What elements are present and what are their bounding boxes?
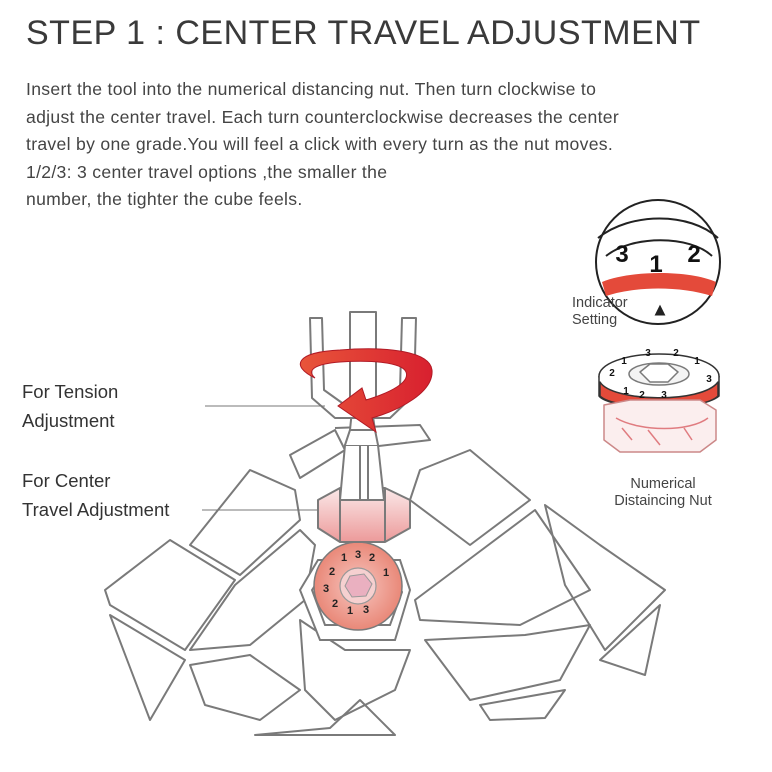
distancing-nut-numbers: 1 3 2 1 3 2 1 2 3 [609, 348, 712, 401]
instructions-line: 1/2/3: 3 center travel options ,the smal… [26, 161, 388, 182]
tension-label-line: For Tension [22, 381, 119, 402]
center-dial-number: 3 [323, 583, 329, 595]
nut-number: 2 [609, 368, 615, 379]
indicator-numbers: 3 1 2 [615, 241, 700, 278]
center-dial [313, 541, 403, 631]
center-label-line: For Center [22, 470, 111, 491]
nut-number: 1 [621, 356, 627, 367]
center-dial-number: 2 [369, 552, 375, 564]
tool-shaft [339, 409, 385, 501]
indicator-number: 3 [615, 241, 628, 268]
distancing-nut [598, 353, 720, 453]
center-dial-number: 2 [332, 598, 338, 610]
nut-label-line: Distaincing Nut [614, 493, 712, 509]
instructions-line: adjust the center travel. Each turn coun… [26, 106, 620, 127]
indicator-number: 2 [687, 241, 700, 268]
indicator-zoom [595, 199, 721, 325]
center-dial-number: 3 [363, 604, 369, 616]
nut-number: 2 [673, 348, 679, 359]
tension-label-line: Adjustment [22, 410, 115, 431]
indicator-number: 1 [649, 251, 662, 278]
instructions-line: travel by one grade.You will feel a clic… [26, 134, 614, 154]
nut-number: 1 [694, 356, 700, 367]
rotation-arrow [299, 348, 433, 434]
tension-adjustment-label: For Tension Adjustment [22, 377, 118, 435]
indicator-label-line: Setting [572, 312, 618, 328]
indicator-setting-label: Indicator Setting [572, 295, 628, 329]
indicator-label-line: Indicator [572, 295, 628, 311]
center-dial-number: 2 [329, 566, 335, 578]
cube-outline [104, 424, 666, 736]
nut-number: 3 [661, 390, 667, 401]
nut-number: 3 [645, 348, 651, 359]
center-label-line: Travel Adjustment [22, 499, 170, 520]
center-dial-number: 1 [341, 552, 347, 564]
center-dial-number: 3 [355, 549, 361, 561]
nut-label-line: Numerical [630, 476, 696, 492]
center-dial-number: 1 [347, 605, 353, 617]
center-dial-numbers: 1 3 2 2 1 3 2 1 3 [323, 549, 389, 617]
nut-number: 1 [623, 386, 629, 397]
center-travel-adjustment-label: For Center Travel Adjustment [22, 466, 169, 524]
page-title: STEP 1 : CENTER TRAVEL ADJUSTMENT [26, 14, 701, 52]
nut-number: 2 [639, 390, 645, 401]
center-dial-number: 1 [383, 567, 389, 579]
nut-number: 3 [706, 374, 712, 385]
instructions-line: number, the tighter the cube feels. [26, 189, 303, 209]
indicator-triangle-icon [654, 304, 666, 316]
instructions-paragraph: Insert the tool into the numerical dista… [26, 76, 756, 214]
distancing-nut-label: Numerical Distaincing Nut [598, 476, 728, 510]
instructions-line: Insert the tool into the numerical dista… [26, 79, 597, 99]
